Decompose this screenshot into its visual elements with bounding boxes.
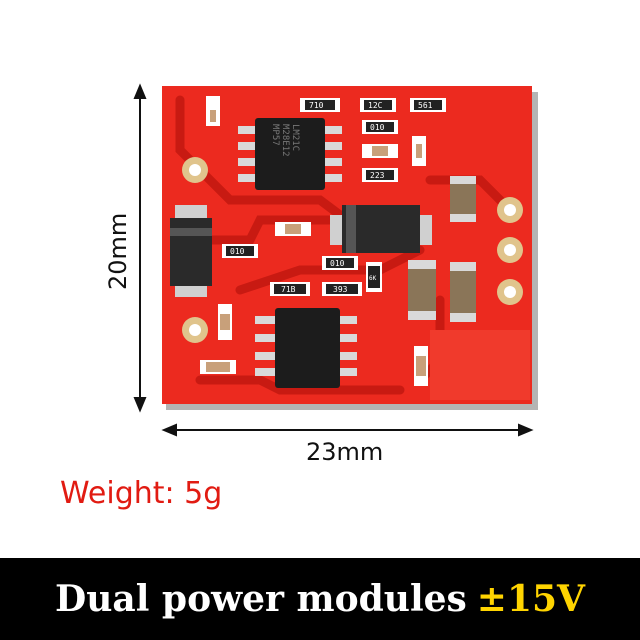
smd-label-5: 223 xyxy=(370,171,385,180)
diode-left xyxy=(170,205,212,297)
smd-label-8: 6K xyxy=(369,275,377,282)
ic-chip-bottom xyxy=(255,308,357,388)
smd-label-1: 710 xyxy=(309,101,324,110)
ic-marking-1: LM21C xyxy=(290,124,300,151)
height-dimension-line xyxy=(133,83,147,413)
smd-parts: 710 12C 561 010 223 010 010 6K 71B 393 xyxy=(200,96,446,386)
diode-right xyxy=(330,205,432,253)
ic-marking-3: MP57 xyxy=(270,124,280,146)
width-dimension-label: 23mm xyxy=(306,438,384,466)
smd-label-2: 12C xyxy=(368,101,383,110)
banner-title: Dual power modules xyxy=(54,578,467,620)
smd-label-4: 010 xyxy=(370,123,385,132)
smd-label-9: 71B xyxy=(281,285,296,294)
mounting-holes xyxy=(182,157,523,343)
smd-label-6: 010 xyxy=(230,247,245,256)
copper-pour xyxy=(430,330,530,400)
smd-label-10: 393 xyxy=(333,285,348,294)
capacitors xyxy=(408,176,476,322)
weight-label: Weight: 5g xyxy=(60,476,223,511)
ic-marking-2: M28E12 xyxy=(280,124,290,157)
ic-chip-top: LM21C M28E12 MP57 xyxy=(238,118,342,190)
title-banner: Dual power modules ±15V xyxy=(0,558,640,640)
smd-label-7: 010 xyxy=(330,259,345,268)
smd-label-3: 561 xyxy=(418,101,433,110)
banner-voltage: ±15V xyxy=(476,578,585,620)
width-dimension-line xyxy=(161,423,534,437)
height-dimension-label: 20mm xyxy=(104,212,132,290)
board-photo: LM21C M28E12 MP57 710 xyxy=(133,83,538,437)
